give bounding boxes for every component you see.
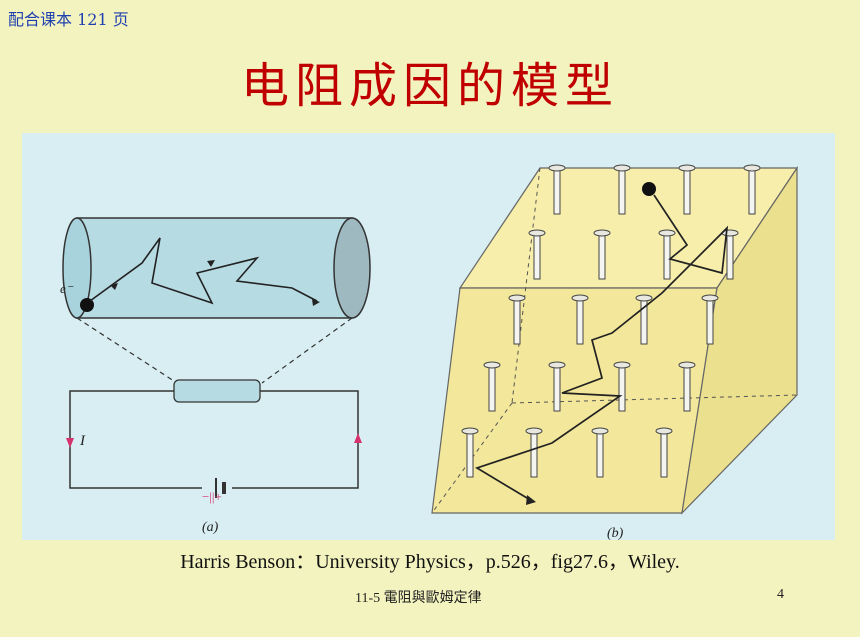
lattice-side-face — [681, 166, 798, 515]
lattice-ion-nail — [548, 164, 566, 215]
textbook-reference-note: 配合课本 121 页 — [8, 10, 129, 29]
slide-title: 电阻成因的模型 — [240, 58, 619, 114]
electron-path — [89, 237, 318, 305]
figure-illustration: e⁻ I −||+ (a) (b) — [22, 133, 835, 540]
current-arrow-up — [354, 433, 362, 443]
battery-label: −||+ — [202, 489, 222, 504]
path-arrow-1 — [110, 283, 118, 290]
lattice-ion-nail — [593, 229, 611, 280]
lattice-electron-path — [474, 182, 729, 505]
footer-section-title: 11-5 電阻與歐姆定律 — [355, 591, 482, 606]
electron-label: e⁻ — [60, 281, 74, 296]
resistance-model-figure: e⁻ I −||+ (a) (b) — [22, 133, 835, 540]
panel-a-conductor-diagram — [62, 217, 371, 498]
lattice-ion-nail — [743, 164, 761, 215]
lattice-ion-nail — [655, 427, 673, 478]
path-arrow-2 — [207, 260, 215, 267]
lattice-ion-nail — [591, 427, 609, 478]
lattice-ion-nail — [658, 229, 676, 280]
current-label: I — [79, 433, 86, 449]
lattice-ion-nail — [528, 229, 546, 280]
page-number: 4 — [777, 587, 784, 602]
resistor-element — [173, 379, 261, 403]
lattice-ion-nail — [548, 361, 566, 412]
conductor-cylinder-right-end — [333, 217, 371, 319]
lattice-ion-nail — [613, 361, 631, 412]
lattice-ion-nail — [678, 361, 696, 412]
zoom-line-left — [76, 317, 178, 384]
hidden-edge-2 — [431, 402, 513, 514]
lattice-ion-nail — [635, 294, 653, 345]
lattice-ion-nail — [701, 294, 719, 345]
lattice-ion-nail — [461, 427, 479, 478]
panel-a-label: (a) — [202, 520, 219, 535]
path-arrow-3 — [312, 299, 320, 306]
panel-b-label: (b) — [607, 526, 624, 540]
lattice-electron-dot — [642, 182, 656, 196]
lattice-ion-nail — [613, 164, 631, 215]
lattice-ions — [461, 164, 761, 478]
lattice-front-face — [431, 287, 718, 514]
lattice-ion-nail — [525, 427, 543, 478]
lattice-path-arrow — [526, 495, 536, 505]
current-arrow-down — [66, 438, 74, 448]
lattice-ion-nail — [508, 294, 526, 345]
zoom-line-right — [261, 317, 353, 384]
figure-citation: Harris Benson：University Physics，p.526，f… — [180, 551, 680, 573]
lattice-ion-nail — [678, 164, 696, 215]
lattice-ion-nail — [483, 361, 501, 412]
lattice-path-line — [474, 194, 729, 502]
lattice-ion-nail — [571, 294, 589, 345]
